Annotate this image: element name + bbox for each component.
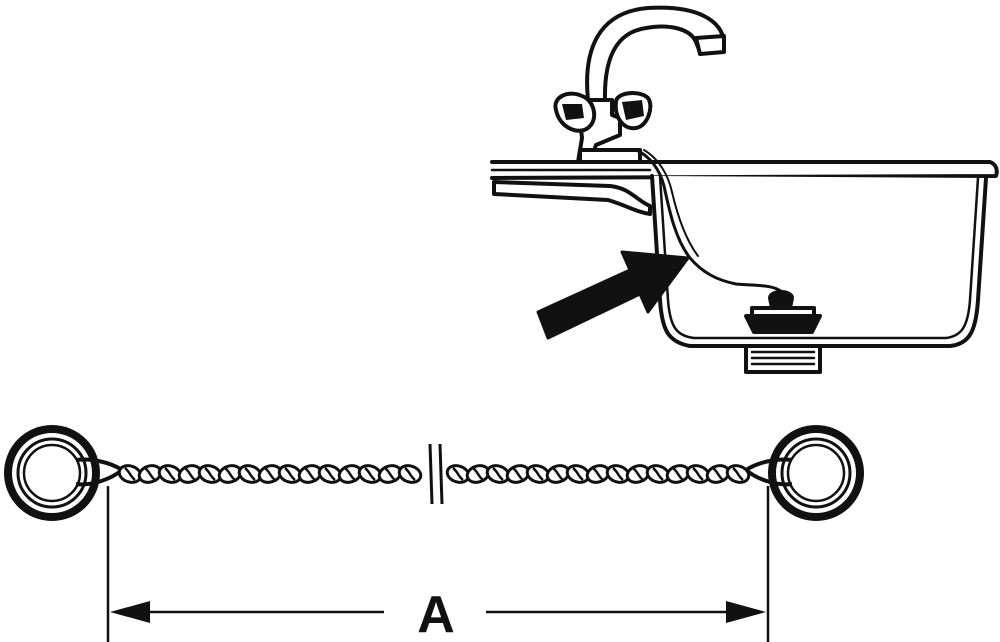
chain-break-mark [428, 443, 444, 505]
chain-link-twist [712, 467, 724, 481]
chain-link-twist [184, 467, 196, 481]
chain-link-twist [364, 467, 376, 481]
chain-link-twist [244, 467, 256, 481]
chain-links-left [117, 464, 423, 484]
chain-link-twist [324, 467, 336, 481]
chain-assembly [4, 425, 864, 521]
chain-link-twist [304, 467, 316, 481]
chain-link-twist [652, 467, 664, 481]
chain-link-twist [732, 467, 744, 481]
chain-link-twist [472, 467, 484, 481]
chain-link-twist [492, 467, 504, 481]
chain-links-right [445, 464, 751, 484]
chain-link-twist [552, 467, 564, 481]
faucet [553, 5, 726, 164]
sink-plug [744, 290, 822, 334]
chain-link-twist [512, 467, 524, 481]
chain-link-twist [532, 467, 544, 481]
chain-link-twist [672, 467, 684, 481]
chain-link-twist [612, 467, 624, 481]
dimension-arrowhead-right [726, 601, 766, 623]
chain-link-twist [264, 467, 276, 481]
countertop-support [492, 180, 652, 216]
ring-right [768, 425, 864, 521]
dimension-line: A [106, 486, 770, 642]
chain-link-twist [452, 467, 464, 481]
sink-illustration [490, 5, 999, 374]
chain-link-twist [204, 467, 216, 481]
chain-link-twist [592, 467, 604, 481]
dimension-arrowhead-left [110, 601, 150, 623]
chain-link-twist [164, 467, 176, 481]
chain-link-twist [404, 467, 416, 481]
pointing-arrow [536, 250, 690, 340]
chain-link-twist [144, 467, 156, 481]
ring-left [4, 425, 100, 521]
chain-link-twist [224, 467, 236, 481]
chain-link-twist [344, 467, 356, 481]
dimension-label: A [417, 586, 455, 642]
chain-link-twist [124, 467, 136, 481]
chain-link-twist [384, 467, 396, 481]
drain-outlet [744, 344, 822, 374]
chain-link-twist [632, 467, 644, 481]
chain-link-twist [572, 467, 584, 481]
countertop-rim [490, 160, 999, 180]
chain-link-twist [284, 467, 296, 481]
chain-link-twist [692, 467, 704, 481]
sink-chain [634, 148, 784, 294]
